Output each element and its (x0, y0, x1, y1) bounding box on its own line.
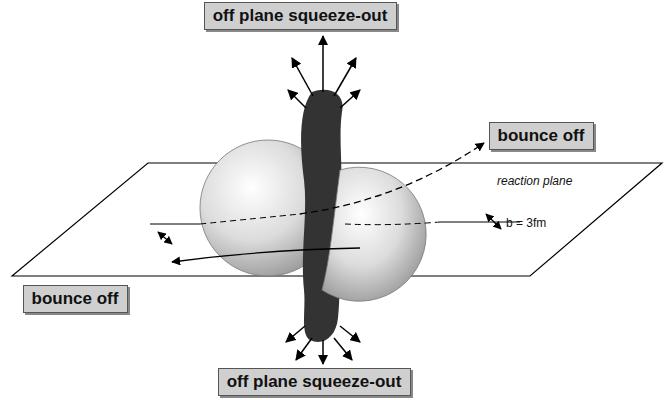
label-text: off plane squeeze-out (213, 6, 388, 26)
plane-label: reaction plane (497, 174, 572, 188)
label-box: off plane squeeze-out (204, 2, 397, 30)
label-text: bounce off (498, 126, 585, 146)
label-text: bounce off (32, 289, 119, 309)
label-text: off plane squeeze-out (227, 372, 402, 392)
nucleus (322, 167, 426, 301)
label-box: off plane squeeze-out (218, 368, 411, 396)
label-box: bounce off (23, 285, 128, 313)
label-box: bounce off (489, 122, 594, 150)
impact-parameter: b = 3fm (506, 216, 546, 230)
